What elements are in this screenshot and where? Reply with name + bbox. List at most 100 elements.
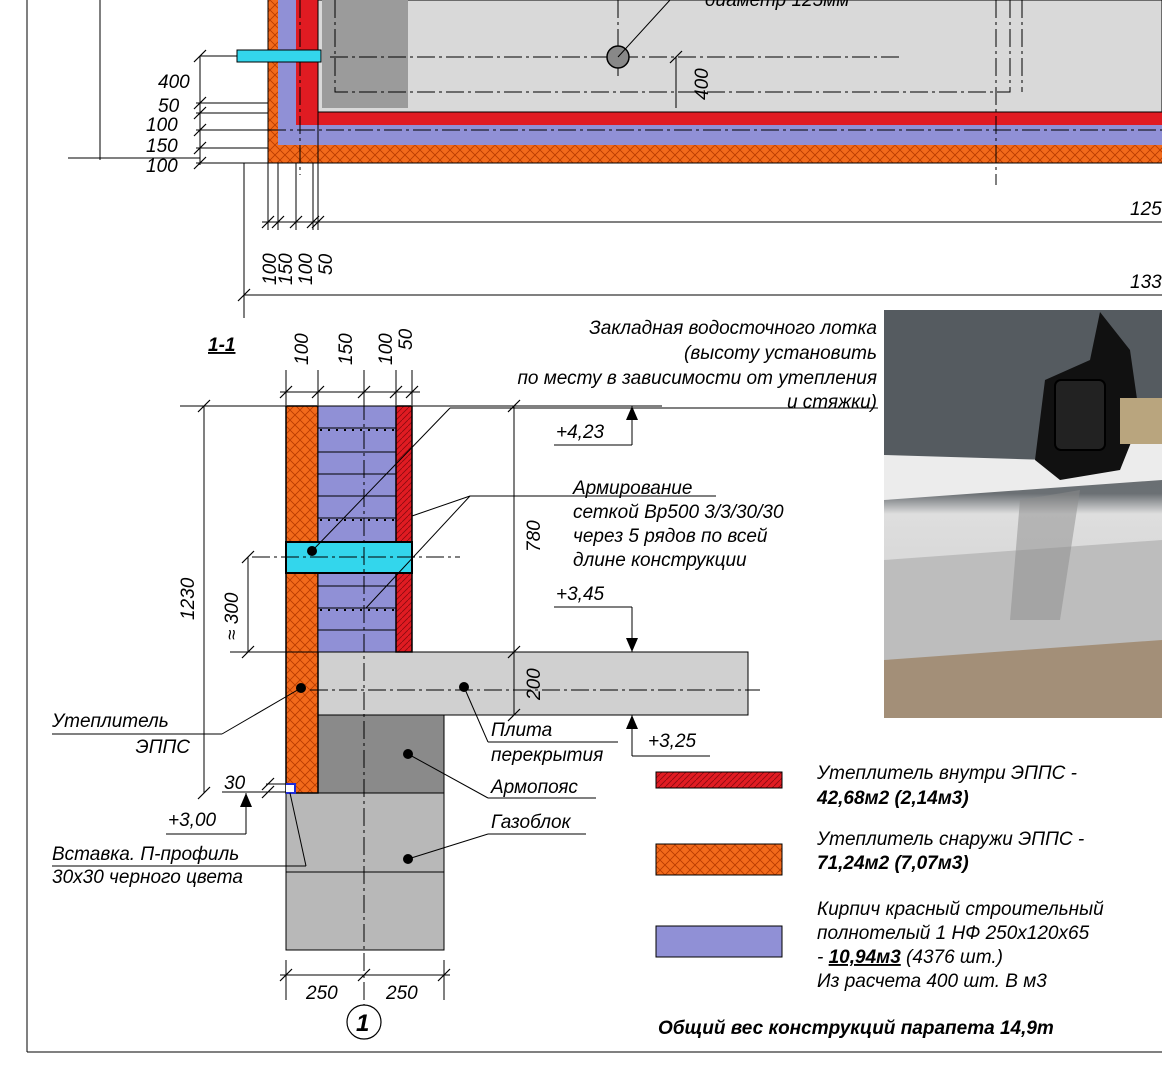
sec-bottom-dim-250b: 250 bbox=[385, 983, 418, 1004]
plan-bottom-dim-100b: 100 bbox=[296, 253, 317, 285]
legend-brick-volume: 10,94м3 bbox=[829, 947, 902, 968]
plan-tick-2 bbox=[193, 96, 207, 110]
photo-gutter-grille bbox=[1054, 379, 1106, 451]
plan-slab bbox=[317, 0, 1162, 113]
level-423-arrow-icon bbox=[626, 406, 638, 420]
sec-dim-30: 30 bbox=[224, 773, 246, 794]
arm-leader-2 bbox=[411, 495, 471, 517]
arm-line2: сеткой Вр500 3/3/30/30 bbox=[573, 502, 784, 523]
sec-dim-200: 200 bbox=[524, 668, 545, 701]
plan-btick-2 bbox=[271, 215, 285, 229]
plan-insert bbox=[236, 49, 322, 63]
legend-brick-line1: Кирпич красный строительный bbox=[817, 899, 1104, 920]
sec-top-dim-150: 150 bbox=[336, 333, 357, 365]
dim1230-tick-bottom bbox=[197, 786, 211, 800]
plita-leader bbox=[463, 686, 489, 743]
uteplitel-line2: ЭППС bbox=[136, 737, 191, 758]
arm-line4: длине конструкции bbox=[573, 550, 747, 571]
plan-left-dim-400: 400 bbox=[158, 72, 190, 93]
legend: Утеплитель внутри ЭППС - 42,68м2 (2,14м3… bbox=[655, 763, 1104, 1039]
lotok-line3: по месту в зависимости от утепления bbox=[517, 368, 877, 389]
plan-tick-1 bbox=[193, 49, 207, 63]
plan-dim-133: 133 bbox=[1130, 272, 1162, 293]
dim1230-tick-top bbox=[197, 399, 211, 413]
axis-label: 1 bbox=[356, 1010, 369, 1037]
drain-leader bbox=[617, 0, 671, 58]
plan-bottom-dim-100: 100 bbox=[260, 253, 281, 285]
level-345-arrow-icon bbox=[626, 638, 638, 652]
plan-left-dim-100b: 100 bbox=[146, 156, 178, 177]
plan-left-dim-150: 150 bbox=[146, 136, 178, 157]
level-325: +3,25 bbox=[626, 715, 710, 757]
plan-dim-400-vert: 400 bbox=[692, 68, 713, 100]
plan-btick-6 bbox=[237, 288, 251, 302]
sec-top-tick-3 bbox=[357, 385, 371, 399]
legend-inner-line2: 42,68м2 (2,14м3) bbox=[816, 788, 969, 809]
drain-note: диаметр 125мм bbox=[705, 0, 849, 11]
sec-dim-300: ≈ 300 bbox=[222, 592, 243, 640]
gazoblok-leader bbox=[407, 833, 489, 860]
lotok-leader bbox=[311, 407, 451, 552]
sec-top-dim-100b: 100 bbox=[376, 333, 397, 365]
armopoyas-leader bbox=[407, 753, 489, 799]
sec-top-tick-2 bbox=[311, 385, 325, 399]
legend-brick-line3-prefix: - bbox=[817, 947, 829, 968]
level-423: +4,23 bbox=[554, 406, 638, 446]
lotok-line1: Закладная водосточного лотка bbox=[589, 318, 877, 339]
sec-bottom-tick-2 bbox=[357, 968, 371, 982]
legend-swatch-brick bbox=[655, 925, 783, 958]
sec-bottom-tick-1 bbox=[279, 968, 293, 982]
sec-top-dim-50: 50 bbox=[396, 328, 417, 350]
photo-gutter bbox=[884, 310, 1162, 718]
plan-bottom-dim-50: 50 bbox=[316, 253, 337, 275]
plan-left-dim-50: 50 bbox=[158, 96, 180, 117]
vstavka-line2: 30х30 черного цвета bbox=[52, 867, 243, 888]
arm-line3: через 5 рядов по всей bbox=[573, 526, 768, 547]
level-345: +3,45 bbox=[554, 584, 638, 652]
gazoblok-label: Газоблок bbox=[491, 812, 572, 833]
dim780-tick-mid bbox=[507, 645, 521, 659]
eps-inner-layer bbox=[395, 405, 413, 653]
plan-tick-3 bbox=[193, 106, 207, 120]
plan-btick-4 bbox=[306, 215, 320, 229]
lotok-line4: и стяжки) bbox=[787, 392, 877, 413]
plita-line1: Плита bbox=[491, 720, 552, 741]
uteplitel-line1: Утеплитель bbox=[51, 711, 169, 732]
brick-wall bbox=[317, 405, 397, 653]
sec-top-dim-100: 100 bbox=[292, 333, 313, 365]
legend-outer-line1: Утеплитель снаружи ЭППС - bbox=[816, 829, 1084, 850]
p-profile bbox=[286, 783, 296, 794]
sec-bottom-tick-3 bbox=[437, 968, 451, 982]
plan-shadow bbox=[322, 0, 408, 108]
photo-slab-edge bbox=[884, 430, 1162, 500]
dim30-tick-2 bbox=[261, 785, 275, 799]
sec-top-tick-5 bbox=[405, 385, 419, 399]
dim780-tick-top bbox=[507, 399, 521, 413]
plan-btick-3 bbox=[289, 215, 303, 229]
sec-bottom-dim-250a: 250 bbox=[305, 983, 338, 1004]
sec-dim-780: 780 bbox=[524, 520, 545, 552]
arm-line1: Армирование bbox=[572, 478, 692, 499]
section-title: 1-1 bbox=[208, 335, 235, 356]
eps-outer-layer bbox=[285, 405, 319, 794]
dim300-tick-bottom bbox=[241, 645, 255, 659]
arm-leader-1 bbox=[365, 495, 471, 609]
legend-inner-line1: Утеплитель внутри ЭППС - bbox=[816, 763, 1077, 784]
plan-bottom-dim-150: 150 bbox=[276, 253, 297, 285]
axis-bubble bbox=[346, 1004, 382, 1040]
sec-dim-1230: 1230 bbox=[178, 577, 199, 620]
legend-swatch-inner bbox=[655, 771, 783, 789]
dim30-tick-1 bbox=[261, 777, 275, 791]
level-325-text: +3,25 bbox=[648, 731, 697, 752]
plan-btick-1 bbox=[261, 215, 275, 229]
lotok-line2: (высоту установить bbox=[684, 343, 877, 364]
section-view: 1-1 100 150 100 50 bbox=[51, 318, 878, 1040]
legend-brick-count: (4376 шт.) bbox=[901, 947, 1003, 968]
plan-dim-125: 125 bbox=[1130, 199, 1162, 220]
plan-tick-5 bbox=[193, 141, 207, 155]
photo-shadow bbox=[1010, 490, 1080, 620]
plan-tick-4 bbox=[193, 123, 207, 137]
level-325-arrow-icon bbox=[626, 715, 638, 729]
vstavka-leader bbox=[289, 792, 307, 867]
